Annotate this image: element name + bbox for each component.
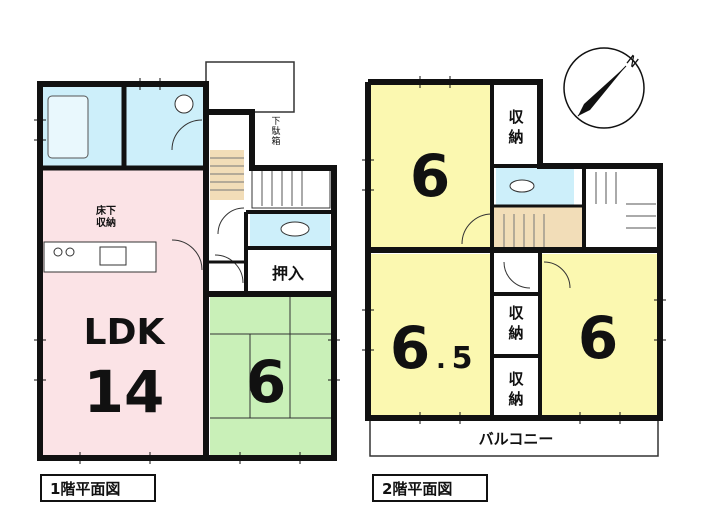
floor1-caption: 1階平面図 (40, 474, 156, 502)
storage-label: 納 (508, 324, 523, 342)
storage-label: 収 (508, 370, 524, 388)
oshiire-closet (250, 256, 330, 292)
window-marks-2f (362, 76, 666, 424)
bedroom-east (540, 254, 658, 416)
bedroom-north-size: 6 (410, 142, 450, 210)
storage-label: 収 (508, 304, 524, 322)
underfloor-storage-label: 床下 (96, 204, 116, 217)
sink-icon (99, 246, 127, 266)
hall-2f-lines (503, 214, 545, 248)
bedroom-west-size-decimal: 5 (452, 341, 473, 376)
stove-icon (65, 247, 75, 257)
japanese-room-size: 6 (246, 348, 286, 416)
window-marks-1f (34, 78, 340, 464)
compass: N (563, 47, 645, 129)
floor1-plan: 床下 収納 LDK 14 6 押入 下 駄 箱 (34, 61, 340, 464)
door-arc (217, 207, 245, 235)
japanese-room (210, 296, 332, 456)
floor2-caption-text: 2階平面図 (382, 479, 453, 498)
ldk-room (42, 170, 206, 456)
door-arc (171, 119, 203, 151)
oshiire-label: 押入 (272, 264, 304, 283)
compass-axis (577, 65, 627, 117)
walls-2f (365, 79, 663, 421)
storage-west-upper (494, 294, 538, 350)
bedroom-west-size-main: 6 (390, 314, 430, 382)
hall-2f (494, 206, 584, 250)
entrance-porch (205, 61, 295, 113)
bedroom-west (370, 254, 492, 416)
floor2-caption: 2階平面図 (372, 474, 488, 502)
toilet-2f (496, 168, 574, 206)
door-arc (461, 213, 493, 245)
storage-west-lower (494, 362, 538, 416)
staircase-1f-upper (251, 167, 331, 209)
shoebox-label: 下 (271, 117, 280, 127)
ldk-size: 14 (84, 358, 165, 426)
stair-steps-1f (261, 170, 303, 206)
shoebox-label: 箱 (271, 135, 280, 147)
stair-lines-1f (210, 157, 244, 191)
washbasin-icon (174, 94, 194, 114)
tatami-lines (210, 296, 332, 419)
bedroom-north (370, 84, 492, 248)
door-arc (503, 261, 531, 289)
door-arc (543, 261, 571, 289)
floor2-plan: 6 収 納 収 納 収 納 6 . 5 6 バルコニー (362, 76, 666, 457)
walls-1f (37, 81, 337, 461)
balcony (369, 419, 659, 457)
balcony-label: バルコニー (479, 430, 554, 448)
storage-label: 収 (508, 108, 524, 126)
storage-label: 納 (508, 390, 523, 408)
toilet-2f-icon (509, 179, 535, 193)
washroom (126, 86, 204, 166)
shoebox-label: 駄 (271, 125, 280, 137)
ldk-label: LDK (84, 312, 166, 353)
storage-label: 納 (508, 128, 523, 146)
underfloor-storage-label: 収納 (96, 216, 116, 229)
door-arc (171, 239, 203, 271)
bedroom-east-size: 6 (578, 304, 618, 372)
toilet-1f-icon (280, 221, 310, 237)
bathtub (47, 95, 89, 159)
staircase-2f (586, 168, 658, 244)
storage-north (494, 84, 538, 164)
stove-icon (53, 247, 63, 257)
stair-steps-2f (595, 172, 656, 229)
bedroom-west-size-dot: . (436, 345, 446, 375)
floor1-caption-text: 1階平面図 (50, 479, 121, 498)
